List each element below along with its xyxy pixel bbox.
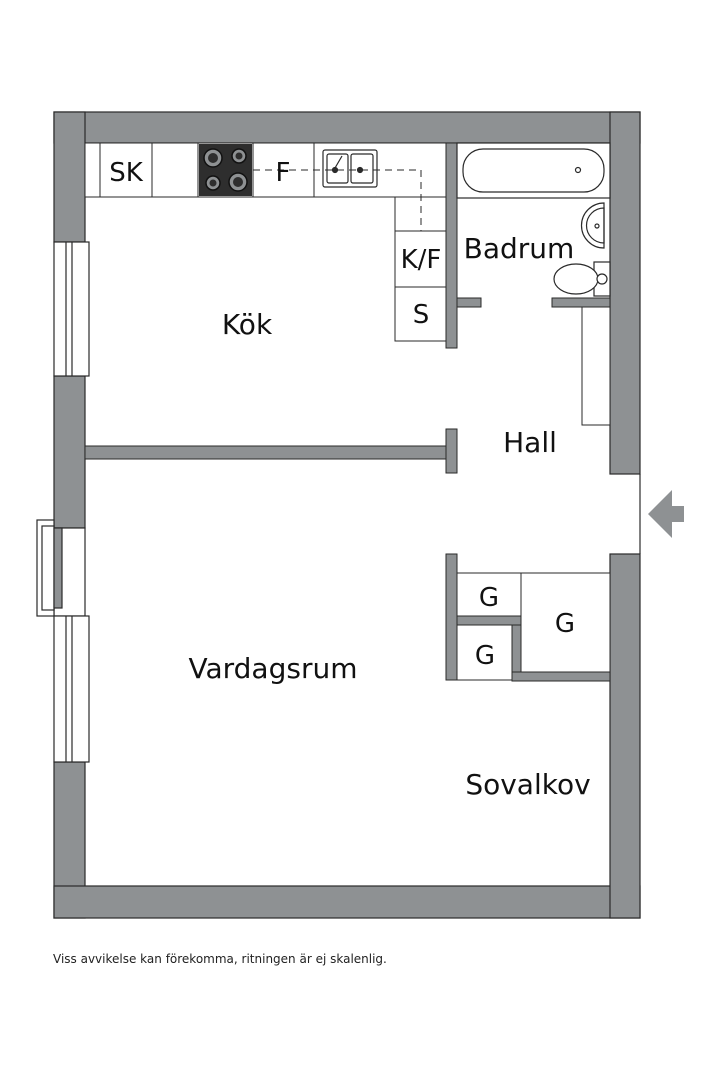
bathtub-icon [456,142,611,199]
window-kitchen [53,241,90,377]
entrance-arrow-icon [648,490,684,538]
washbasin-icon [580,202,605,249]
label-g3: G [475,641,495,671]
stove-icon [199,144,252,196]
toilet-icon [553,261,611,297]
label-sk: SK [109,158,144,188]
room-label-hall: Hall [503,426,557,459]
interior-walls [84,142,611,682]
room-label-sovalkov: Sovalkov [465,768,590,801]
label-kf: K/F [401,245,442,275]
window-living-room [53,615,90,763]
disclaimer-note: Viss avvikelse kan förekomma, ritningen … [53,952,387,966]
room-label-vardagsrum: Vardagsrum [189,652,358,685]
label-g2: G [555,609,575,639]
label-s: S [413,300,430,330]
room-label-kok: Kök [222,308,273,341]
hall-wardrobe [581,306,611,426]
room-label-badrum: Badrum [464,232,575,265]
outer-walls [53,111,641,919]
label-g1: G [479,583,499,613]
label-f: F [276,158,291,188]
sink-icon [322,149,378,188]
balcony-door [36,519,86,617]
closets [456,572,611,681]
kitchen-dashed-line [253,169,422,231]
